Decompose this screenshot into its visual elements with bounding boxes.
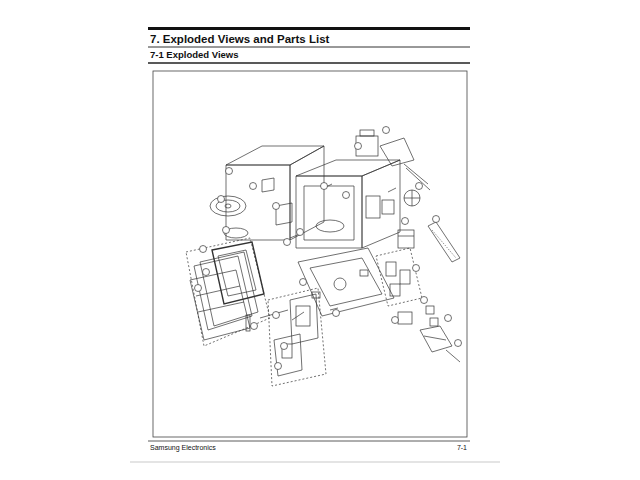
page-title: 7. Exploded Views and Parts List [150,33,329,46]
page-rules [130,27,500,462]
footer-company: Samsung Electronics [150,444,216,452]
page-number: 7-1 [457,444,467,452]
callout-circles [195,127,462,370]
parts-drawing [186,130,460,386]
section-heading: 7-1 Exploded Views [150,50,239,60]
